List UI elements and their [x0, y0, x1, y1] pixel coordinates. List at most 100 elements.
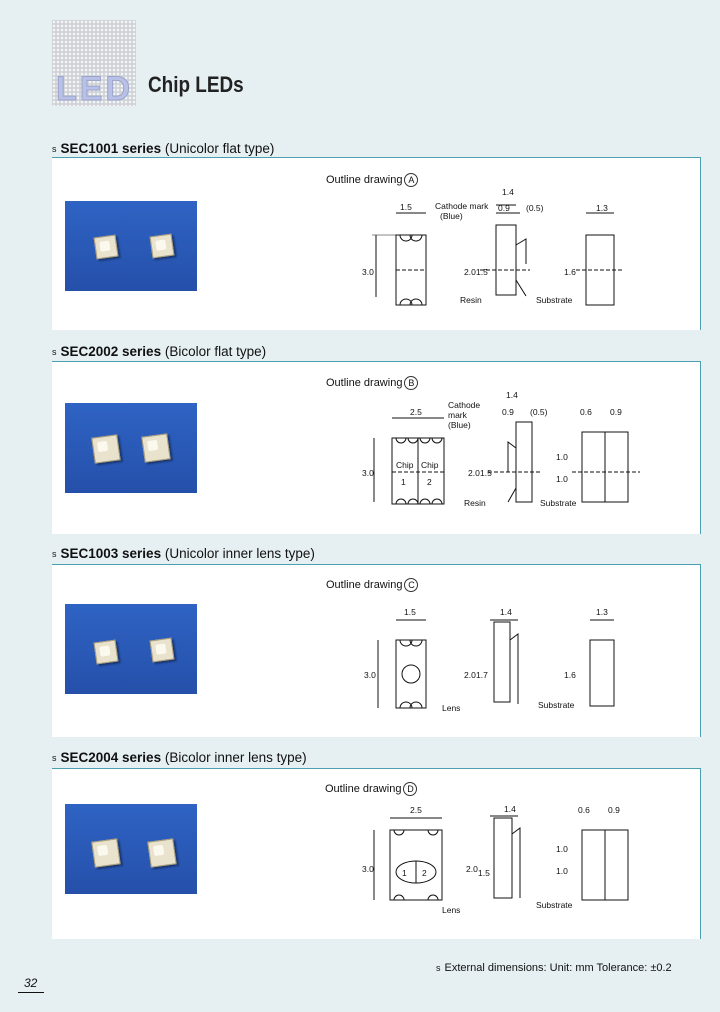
chip-number: 1 [401, 477, 406, 487]
dim-label: 1.0 [556, 844, 568, 854]
letter-badge: C [404, 578, 419, 592]
outline-drawing-c: 1.5 1.4 1.3 3.0 2.0 1.7 1.6 Lens Substra… [364, 607, 615, 713]
bullet-icon: s [436, 963, 441, 973]
dim-label: 3.0 [362, 468, 374, 478]
dim-label: 1.5 [480, 468, 492, 478]
bullet-icon: s [52, 549, 57, 559]
letter-badge: B [404, 376, 419, 390]
outline-drawing-d: 2.5 1.4 0.6 0.9 1 2 3.0 2.0 1.5 1.0 1.0 … [362, 804, 629, 915]
dim-label: 0.6 [578, 805, 590, 815]
dim-label: 3.0 [362, 267, 374, 277]
dim-label: 1.5 [478, 868, 490, 878]
dim-label: 1.0 [556, 866, 568, 876]
dim-label: 1.4 [500, 607, 512, 617]
callout-label: Cathode mark [435, 201, 489, 211]
dim-label: 0.9 [502, 407, 514, 417]
letter-badge: A [404, 173, 419, 187]
dim-label: 2.0 [466, 864, 478, 874]
dim-label: 1.6 [564, 670, 576, 680]
callout-label: Resin [464, 498, 486, 508]
chip-led-image [141, 433, 171, 463]
chip-led-image [93, 234, 119, 260]
callout-label: Lens [442, 703, 460, 713]
callout-label: mark [448, 410, 468, 420]
page-number: 32 [24, 976, 38, 990]
page-number-rule [18, 992, 44, 993]
dim-label: 1.0 [556, 474, 568, 484]
chip-led-image [149, 233, 175, 259]
bullet-icon: s [52, 144, 57, 154]
callout-label: Substrate [538, 700, 575, 710]
dim-label: 2.0 [464, 267, 476, 277]
callout-label: Cathode [448, 400, 480, 410]
series-type: (Unicolor flat type) [164, 141, 275, 156]
chip-led-image [149, 637, 175, 663]
series-type: (Unicolor inner lens type) [164, 546, 315, 561]
series-type: (Bicolor flat type) [164, 344, 267, 359]
dim-label: 3.0 [364, 670, 376, 680]
bullet-icon: s [52, 753, 57, 763]
product-photo-3 [65, 604, 197, 694]
outline-drawing-b: 2.5 Cathode mark (Blue) Chip Chip 1 2 1.… [362, 390, 640, 508]
dim-label: 1.4 [504, 804, 516, 814]
dimension-note-text: External dimensions: Unit: mm Tolerance:… [444, 962, 672, 974]
dim-label: 1.4 [506, 390, 518, 400]
series-name: SEC2004 series [60, 750, 162, 765]
dim-label: 1.3 [596, 607, 608, 617]
dim-label: 1.0 [556, 452, 568, 462]
callout-label: (Blue) [440, 211, 463, 221]
chip-number: 2 [427, 477, 432, 487]
chip-led-image [91, 434, 121, 464]
dim-label: 2.5 [410, 407, 422, 417]
chip-label: Chip [396, 460, 414, 470]
chip-number: 1 [402, 868, 407, 878]
dim-label: 0.9 [608, 805, 620, 815]
dim-label: (0.5) [530, 407, 548, 417]
series-name: SEC1003 series [60, 546, 162, 561]
callout-label: Resin [460, 295, 482, 305]
callout-label: Substrate [536, 900, 573, 910]
chip-led-image [147, 838, 177, 868]
callout-label: Lens [442, 905, 460, 915]
series-type: (Bicolor inner lens type) [164, 750, 307, 765]
callout-label: Substrate [536, 295, 573, 305]
dim-label: 2.0 [468, 468, 480, 478]
chip-led-image [91, 838, 121, 868]
dim-label: 1.5 [400, 202, 412, 212]
chip-label: Chip [421, 460, 439, 470]
bullet-icon: s [52, 347, 57, 357]
product-photo-4 [65, 804, 197, 894]
outline-drawing-a: 1.5 Cathode mark (Blue) 1.4 0.9 (0.5) 1.… [362, 187, 624, 306]
dim-label: 1.3 [596, 203, 608, 213]
dim-label: 3.0 [362, 864, 374, 874]
page-title: Chip LEDs [148, 72, 244, 97]
dim-label: 1.5 [404, 607, 416, 617]
series-name: SEC2002 series [60, 344, 162, 359]
dim-label: 0.6 [580, 407, 592, 417]
dim-label: 1.4 [502, 187, 514, 197]
led-logo [52, 20, 136, 106]
product-photo-2 [65, 403, 197, 493]
dim-label: 1.7 [476, 670, 488, 680]
dim-label: 0.9 [498, 203, 510, 213]
series-name: SEC1001 series [60, 141, 162, 156]
dim-label: 1.5 [476, 267, 488, 277]
product-photo-1 [65, 201, 197, 291]
dim-label: 0.9 [610, 407, 622, 417]
chip-number: 2 [422, 868, 427, 878]
callout-label: (Blue) [448, 420, 471, 430]
dim-label: 1.6 [564, 267, 576, 277]
letter-badge: D [403, 782, 418, 796]
callout-label: Substrate [540, 498, 577, 508]
led-logo-text: LED [56, 70, 133, 109]
chip-led-image [93, 639, 119, 665]
